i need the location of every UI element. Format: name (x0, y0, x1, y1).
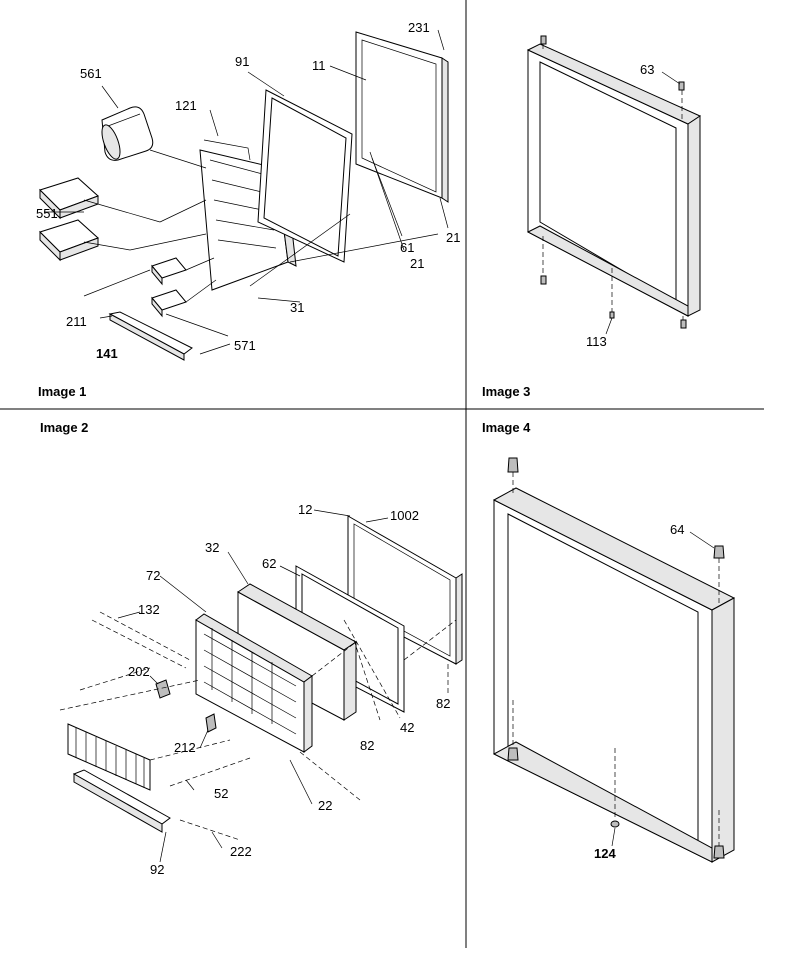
bolt-64 (713, 545, 725, 559)
callout-571: 571 (234, 338, 256, 353)
panel-dividers (0, 0, 764, 948)
panel-title-image-4: Image 4 (482, 420, 531, 435)
image-1-callouts: 561 121 91 11 231 551 21 61 21 31 211 57… (36, 20, 460, 361)
panel-title-image-2: Image 2 (40, 420, 88, 435)
callout-64: 64 (670, 522, 684, 537)
part-212-clip (205, 713, 217, 733)
bolt-bottom-right (713, 845, 725, 859)
callout-63: 63 (640, 62, 654, 77)
panel-image-2: Image 2 (40, 420, 463, 877)
panel-image-3: Image 3 63 113 (482, 35, 702, 399)
callout-21-lower: 21 (410, 256, 424, 271)
part-frame-image-3 (526, 35, 702, 329)
part-72-door-liner (195, 613, 313, 753)
door-small-bins (151, 257, 187, 318)
image-2-leader-lines (59, 509, 457, 863)
callout-1002: 1002 (390, 508, 419, 523)
callout-31: 31 (290, 300, 304, 315)
screw-113 (609, 311, 615, 319)
part-11-door-panel (355, 31, 449, 203)
screw-bottom-left (540, 275, 547, 285)
callout-141: 141 (96, 346, 118, 361)
screw-63 (678, 81, 685, 91)
part-92-bar (72, 769, 171, 833)
callout-121: 121 (175, 98, 197, 113)
part-141-bar (108, 311, 193, 361)
image-1-leader-lines (44, 29, 449, 355)
callout-211: 211 (66, 314, 87, 329)
callout-82-center: 82 (360, 738, 374, 753)
part-561-drawing (101, 106, 154, 161)
panel-image-4: Image 4 64 124 (482, 420, 736, 863)
image-2-callouts: 12 1002 32 62 72 132 202 42 82 82 212 52… (128, 502, 450, 877)
callout-222: 222 (230, 844, 252, 859)
callout-92: 92 (150, 862, 164, 877)
callout-42: 42 (400, 720, 414, 735)
bolt-top-left (507, 457, 519, 473)
callout-91: 91 (235, 54, 249, 69)
door-basket (67, 723, 151, 791)
callout-212: 212 (174, 740, 196, 755)
callout-82-right: 82 (436, 696, 450, 711)
panel-title-image-1: Image 1 (38, 384, 86, 399)
callout-231: 231 (408, 20, 430, 35)
callout-561: 561 (80, 66, 102, 81)
panel-image-1: Image 1 (36, 20, 460, 399)
callout-61: 61 (400, 240, 414, 255)
callout-202: 202 (128, 664, 150, 679)
callout-124: 124 (594, 846, 616, 861)
bolt-bottom-left (507, 747, 519, 761)
callout-11: 11 (312, 58, 326, 73)
callout-32: 32 (205, 540, 219, 555)
screw-top-left (540, 35, 547, 45)
part-202-clip (155, 679, 171, 699)
callout-72: 72 (146, 568, 160, 583)
part-91-gasket (257, 89, 353, 263)
callout-12: 12 (298, 502, 312, 517)
part-551-bins (39, 177, 99, 262)
image-4-callouts: 64 124 (594, 522, 715, 861)
grommet-124 (610, 820, 620, 828)
callout-21-right: 21 (446, 230, 460, 245)
callout-22: 22 (318, 798, 332, 813)
callout-132: 132 (138, 602, 160, 617)
part-frame-image-4 (492, 457, 736, 863)
screw-bottom-right (680, 319, 687, 329)
image-3-callouts: 63 113 (586, 62, 681, 349)
part-12-door-panel (347, 515, 463, 665)
panel-title-image-3: Image 3 (482, 384, 530, 399)
callout-52: 52 (214, 786, 228, 801)
callout-62: 62 (262, 556, 276, 571)
callout-551: 551 (36, 206, 58, 221)
callout-113: 113 (586, 334, 607, 349)
